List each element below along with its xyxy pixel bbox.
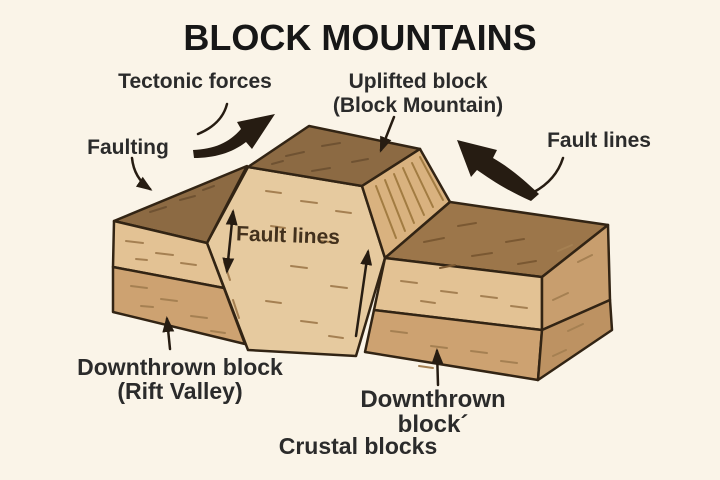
fault-lines-arrow (457, 140, 539, 201)
label-fault-lines-on-face: Fault lines (235, 222, 341, 250)
texture-dashes-dark-tops (149, 142, 369, 213)
label-downthrown-left-line1: Downthrown block (77, 354, 283, 380)
fault-slope-hatching (375, 156, 444, 239)
tectonic-forces-arrow (193, 114, 275, 158)
uplifted-block-pointer-arrow (379, 115, 396, 153)
diagram-title: BLOCK MOUNTAINS (183, 17, 537, 58)
label-faulting: Faulting (87, 136, 169, 160)
downthrown-left-pointer-arrow (162, 316, 175, 351)
label-uplifted-block-line2: (Block Mountain) (332, 94, 504, 117)
label-uplifted-block-line1: Uplifted block (348, 70, 488, 93)
faulting-pointer-arrow (130, 156, 153, 191)
label-uplifted-block: Uplifted block (Block Mountain) (333, 70, 503, 118)
label-fault-lines-right: Fault lines (547, 129, 651, 153)
texture-dashes-right-top (423, 222, 537, 269)
left-block-front-lower-layer (111, 265, 247, 346)
fault-lines-connector-line (532, 156, 565, 194)
label-downthrown-right-line1: Downthrown (360, 386, 506, 413)
downthrown-right-pointer-arrow (431, 348, 444, 387)
tectonic-forces-connector-line (196, 102, 229, 136)
label-crustal-blocks: Crustal blocks (278, 433, 438, 460)
texture-dashes-light-faces (125, 190, 593, 369)
label-tectonic-forces: Tectonic forces (118, 70, 272, 94)
label-downthrown-left-line2: (Rift Valley) (117, 378, 243, 404)
right-fault-up-arrow (354, 249, 373, 338)
label-downthrown-right: Downthrown block´ (360, 387, 505, 437)
left-fault-double-arrow (222, 209, 238, 274)
label-downthrown-right-line2: block´ (397, 411, 469, 438)
right-block-side-lower-layer (536, 298, 614, 382)
label-downthrown-left: Downthrown block (Rift Valley) (77, 355, 283, 403)
